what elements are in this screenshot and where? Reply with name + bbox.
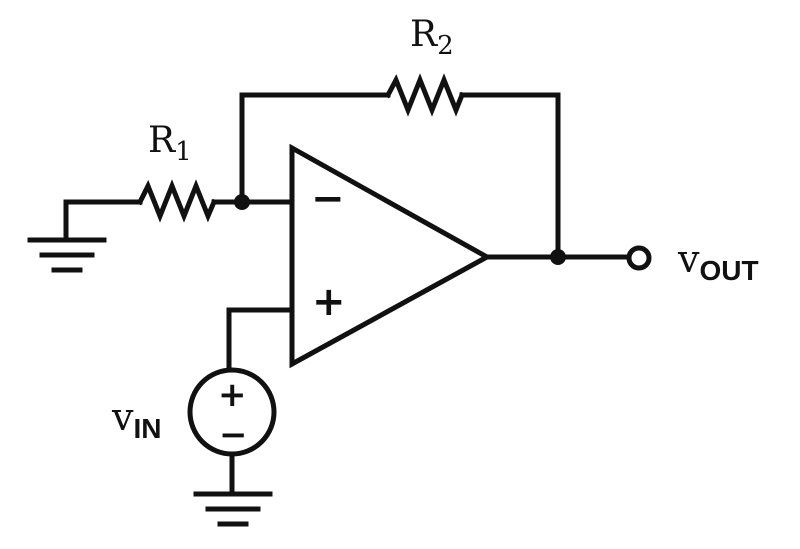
opamp-triangle [289, 143, 493, 369]
wire-feedback-left [239, 92, 391, 205]
ground-symbol-left [27, 237, 107, 273]
label-vout-sub: OUT [699, 255, 758, 286]
label-vin-sub: IN [133, 413, 161, 444]
label-r2-sub: 2 [437, 31, 454, 61]
opamp-noninverting-sign: + [312, 279, 346, 325]
label-vout: vOUT [677, 237, 759, 286]
resistor-r2 [384, 73, 466, 117]
label-r1-main: R [148, 120, 176, 161]
source-minus-sign: − [219, 415, 248, 455]
junction-node-output [550, 249, 566, 265]
label-vin-main: v [111, 395, 134, 439]
label-r1-sub: 1 [175, 137, 192, 167]
resistor-r1 [136, 179, 218, 223]
wire-ground-to-r1 [63, 199, 143, 243]
opamp-inverting-sign: − [311, 176, 345, 222]
label-r1: R1 [148, 120, 192, 167]
label-r2: R2 [410, 14, 454, 61]
wire-noninverting-to-source [226, 307, 295, 375]
wire-feedback-right [459, 92, 561, 260]
label-r2-main: R [410, 14, 438, 55]
ground-symbol-bottom [193, 491, 273, 527]
output-terminal [626, 245, 652, 271]
source-plus-sign: + [218, 375, 247, 415]
label-vin: vIN [111, 395, 161, 444]
label-vout-main: v [677, 237, 700, 281]
